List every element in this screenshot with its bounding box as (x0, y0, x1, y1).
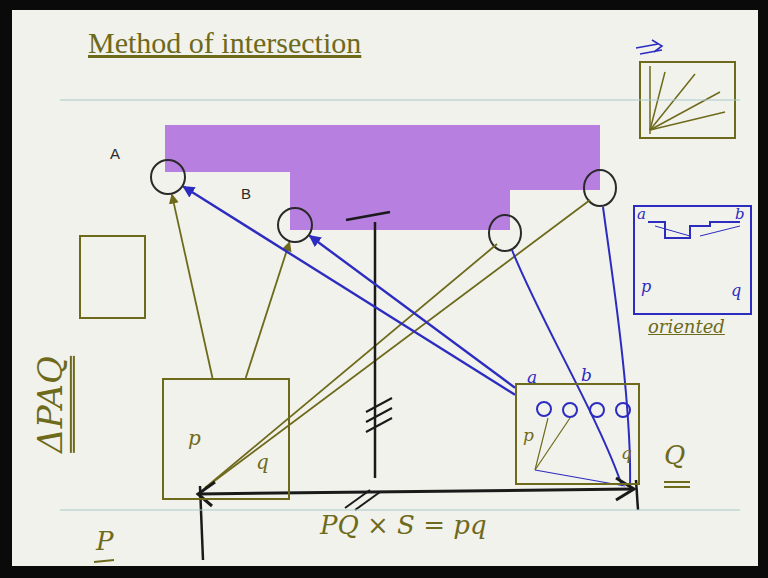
point-label: Q (664, 440, 685, 470)
triangle-label: ΔPAQ (30, 356, 75, 453)
node-text: q (256, 450, 269, 474)
node-text: p (641, 277, 651, 296)
node-text: b (735, 205, 745, 223)
object-point-circle: B (277, 207, 313, 243)
formula-label: PQ × S = pq (320, 510, 487, 540)
ray-arrow (183, 187, 515, 395)
circle-outline (150, 159, 186, 195)
node-text: B (241, 185, 251, 202)
right-photo-box: pabq (515, 383, 640, 485)
left-photo-box: pq (162, 378, 290, 500)
node-text: A (110, 145, 120, 162)
point-label: P (96, 526, 114, 556)
node-text: q (621, 443, 632, 463)
object-point-circle: A (150, 159, 186, 195)
node-text: q (731, 281, 741, 300)
blue-inset-box: a b p q (633, 205, 752, 315)
node-text: b (581, 365, 592, 385)
node-text: a (637, 205, 646, 223)
ray-arrow (310, 236, 516, 388)
slide-title: Method of intersection (88, 26, 361, 60)
note-label: oriented (648, 316, 725, 337)
node-text: p (188, 426, 201, 450)
node-text: a (527, 367, 537, 387)
ray-arrow (172, 195, 213, 378)
node-text: p (523, 425, 534, 445)
circle-outline (277, 207, 313, 243)
ray-arrow (246, 242, 290, 378)
